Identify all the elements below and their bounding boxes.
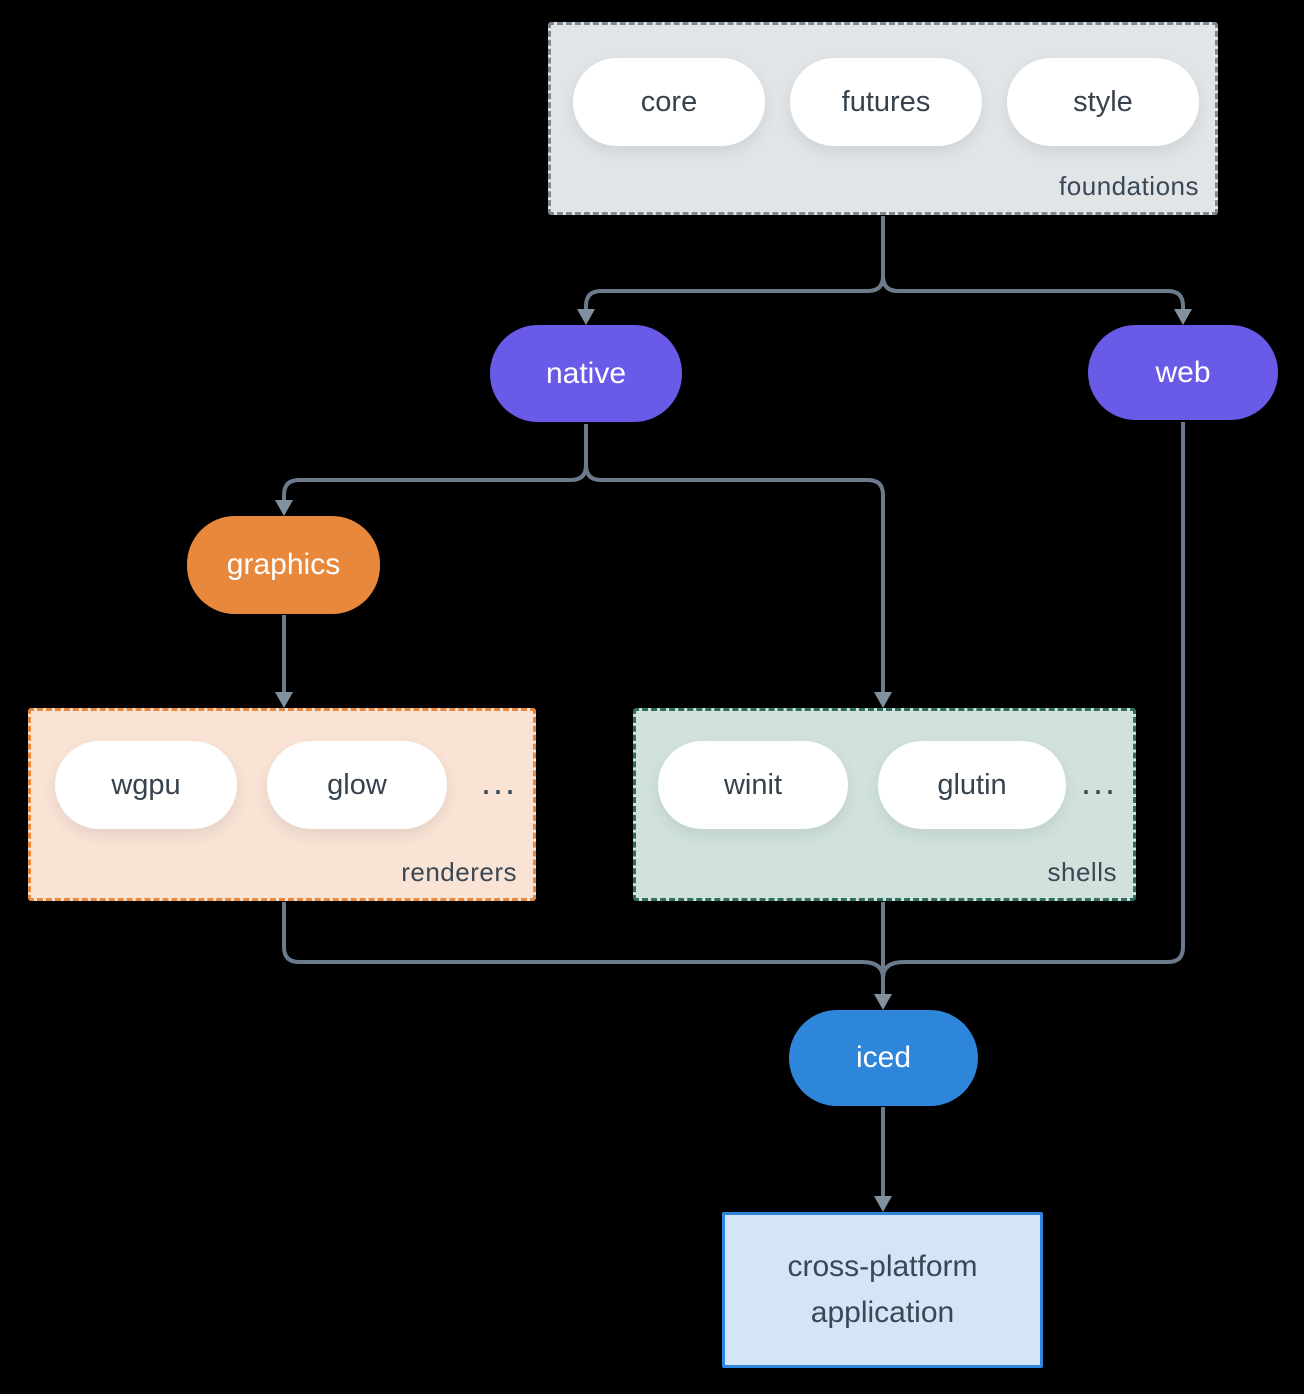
cross-platform-application-box: cross-platform application [722, 1212, 1043, 1368]
cross-platform-application-label: cross-platform application [787, 1249, 978, 1330]
node-graphics-label: graphics [226, 548, 341, 581]
node-web-label: web [1155, 355, 1211, 389]
shells-group-label: shells [1047, 857, 1117, 887]
node-iced-label: iced [855, 1041, 912, 1074]
renderers-group-label: renderers [401, 857, 517, 887]
node-wgpu-label: wgpu [111, 768, 181, 801]
node-style-label: style [1073, 85, 1133, 118]
node-winit-label: winit [723, 768, 782, 801]
node-futures-label: futures [841, 85, 931, 118]
node-native: native [490, 325, 682, 422]
renderers-group-box: wgpu glow ... renderers [28, 708, 536, 901]
node-wgpu: wgpu [55, 741, 237, 829]
foundations-group-box: core futures style foundations [548, 22, 1218, 215]
node-glutin: glutin [878, 741, 1066, 829]
renderers-ellipsis: ... [480, 761, 517, 802]
node-style: style [1007, 58, 1199, 146]
node-core-label: core [640, 85, 698, 118]
node-glow-label: glow [327, 768, 387, 801]
node-glutin-label: glutin [937, 768, 1007, 801]
shells-ellipsis: ... [1080, 761, 1117, 802]
shells-group-box: winit glutin ... shells [633, 708, 1136, 901]
node-graphics: graphics [187, 516, 380, 614]
node-iced: iced [789, 1010, 978, 1106]
node-winit: winit [658, 741, 848, 829]
node-native-label: native [545, 356, 627, 390]
node-web: web [1088, 325, 1278, 420]
node-core: core [573, 58, 765, 146]
foundations-group-label: foundations [1059, 171, 1199, 201]
node-glow: glow [267, 741, 447, 829]
node-futures: futures [790, 58, 982, 146]
